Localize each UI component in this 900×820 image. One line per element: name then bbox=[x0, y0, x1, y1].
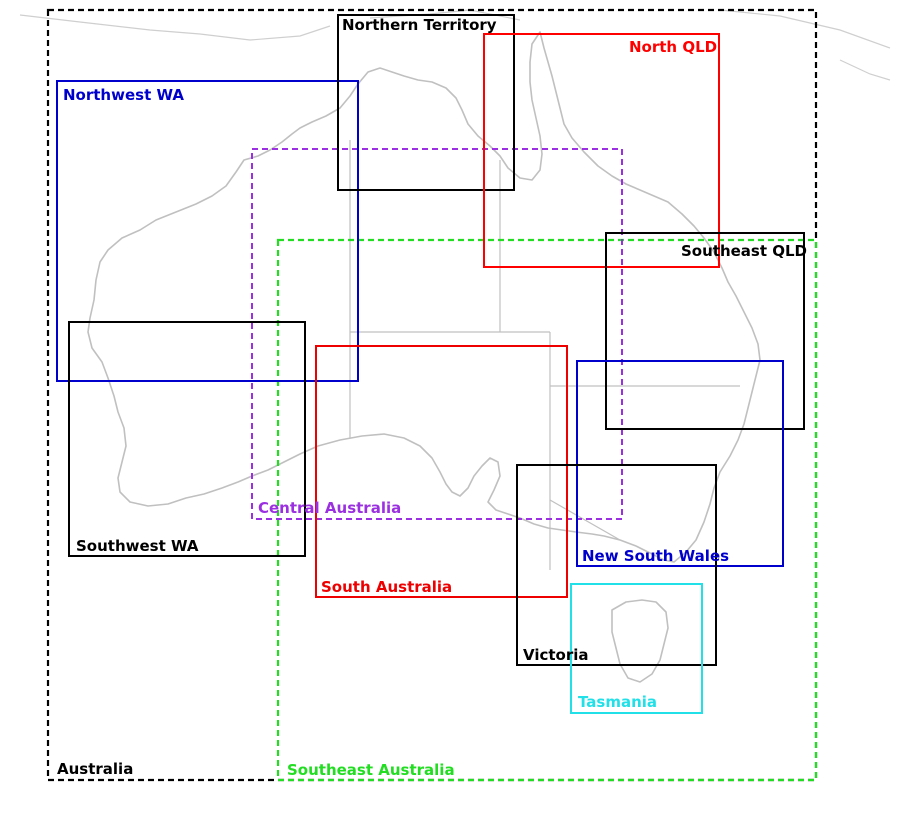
australia-label: Australia bbox=[57, 760, 133, 778]
border-nsw-vic bbox=[549, 499, 621, 541]
north-qld-label: North QLD bbox=[629, 38, 717, 56]
north-qld-box[interactable] bbox=[483, 33, 720, 268]
state-borders bbox=[349, 140, 740, 570]
central-australia-box[interactable] bbox=[251, 148, 623, 520]
basemap bbox=[19, 9, 891, 683]
southwest-wa-box[interactable] bbox=[68, 321, 306, 557]
northern-islands bbox=[19, 9, 891, 81]
new-south-wales-label: New South Wales bbox=[582, 547, 729, 565]
victoria-label: Victoria bbox=[523, 646, 589, 664]
northwest-wa-label: Northwest WA bbox=[63, 86, 184, 104]
southeast-australia-label: Southeast Australia bbox=[287, 761, 455, 779]
tasmania-coastline bbox=[611, 599, 669, 683]
southwest-wa-label: Southwest WA bbox=[76, 537, 199, 555]
south-australia-box[interactable] bbox=[315, 345, 568, 598]
region-boxes bbox=[46, 8, 818, 782]
tasmania-box[interactable] bbox=[570, 583, 703, 714]
southeast-qld-box[interactable] bbox=[605, 232, 805, 430]
south-australia-label: South Australia bbox=[321, 578, 452, 596]
australia-coastline bbox=[87, 31, 761, 563]
northwest-wa-box[interactable] bbox=[56, 80, 359, 382]
northern-territory-box[interactable] bbox=[337, 14, 515, 191]
southeast-australia-box[interactable] bbox=[276, 238, 818, 782]
new-south-wales-box[interactable] bbox=[576, 360, 784, 567]
northern-territory-label: Northern Territory bbox=[342, 16, 497, 34]
victoria-box[interactable] bbox=[516, 464, 717, 666]
southeast-qld-label: Southeast QLD bbox=[681, 242, 807, 260]
central-australia-label: Central Australia bbox=[258, 499, 401, 517]
tasmania-label: Tasmania bbox=[578, 693, 657, 711]
region-labels: Australia Southeast Australia Central Au… bbox=[57, 16, 807, 779]
